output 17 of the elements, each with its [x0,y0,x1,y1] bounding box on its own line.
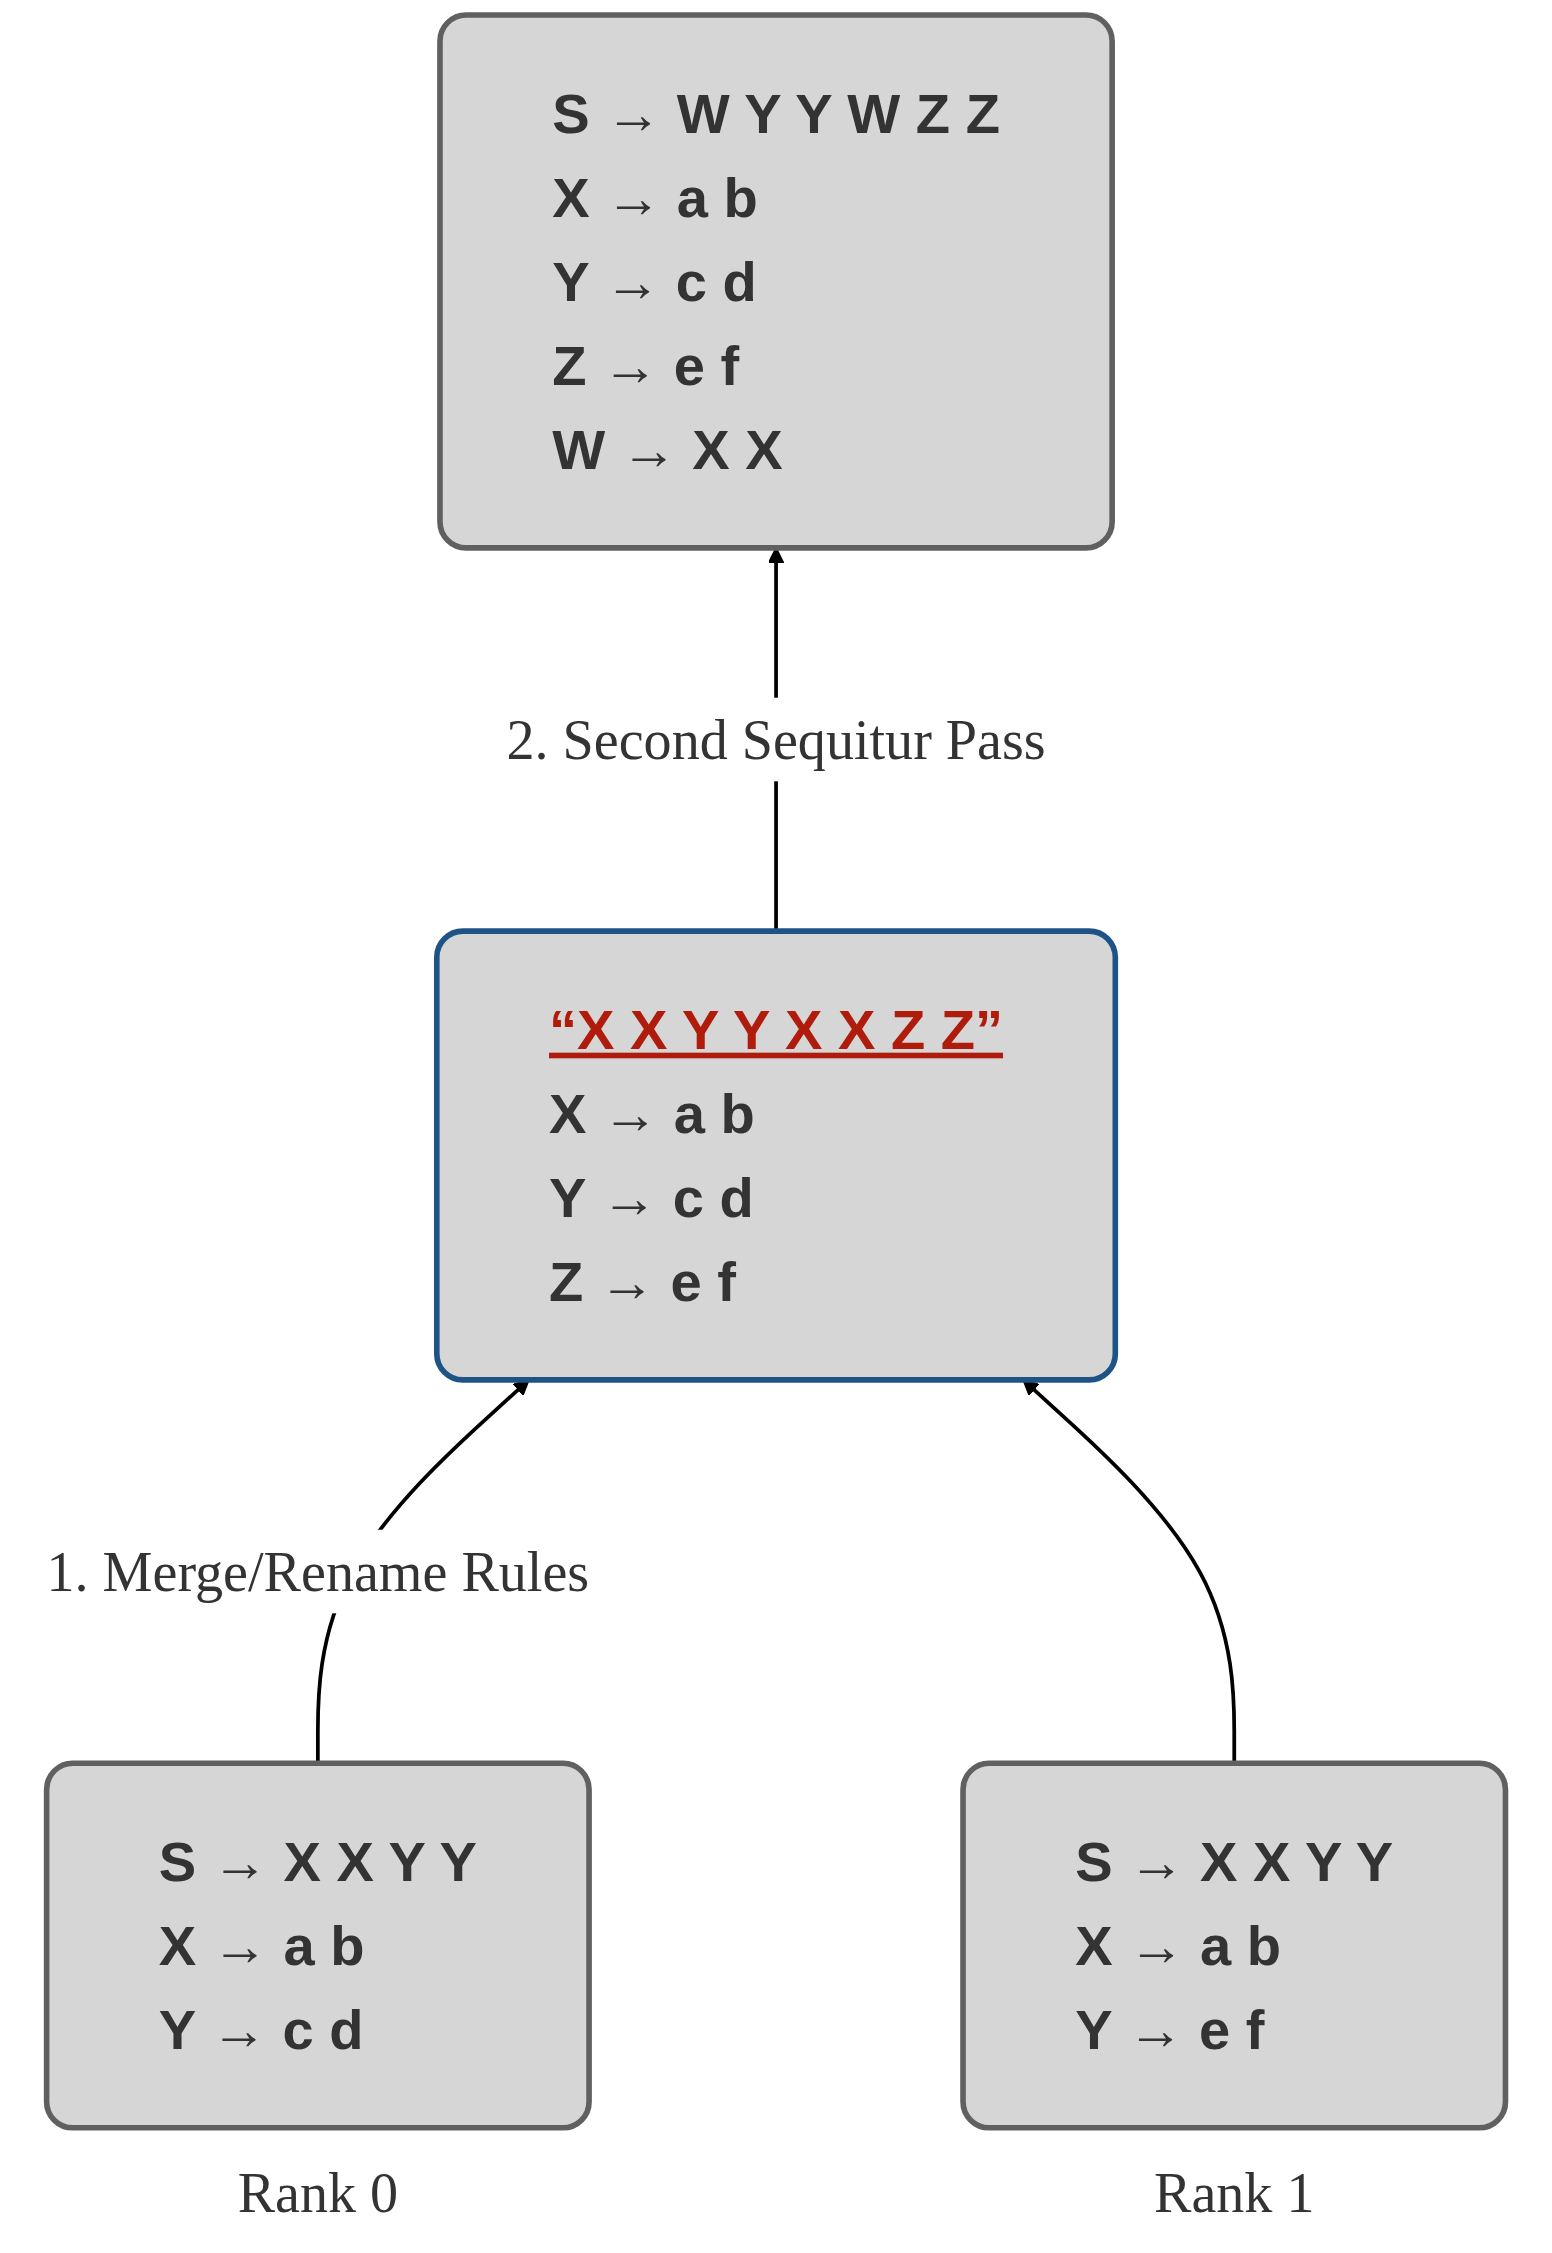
rule-text: Z → e f [548,1250,736,1313]
rule-text: Y → c d [548,1166,754,1229]
rule-text: Z → e f [552,334,740,397]
rule-text: Y → c d [158,1998,364,2061]
rule-text: W → X X [552,418,783,481]
sequence-text: “X X Y Y X X Z Z” [548,998,1004,1061]
rule-text: X → a b [158,1914,365,1977]
caption-text: Rank 0 [237,2161,399,2224]
rule-text: Y → e f [1075,1998,1265,2061]
rule-text: Y → c d [552,250,757,313]
rule-text: S → X X Y Y [1075,1830,1394,1893]
rule-text: X → a b [548,1082,755,1145]
rule-text: S → X X Y Y [158,1830,477,1893]
rule-text: X → a b [552,166,758,229]
rule-text: X → a b [1075,1914,1281,1977]
rule-text: S → W Y Y W Z Z [552,82,1000,144]
caption-text: Rank 1 [1154,2161,1315,2224]
